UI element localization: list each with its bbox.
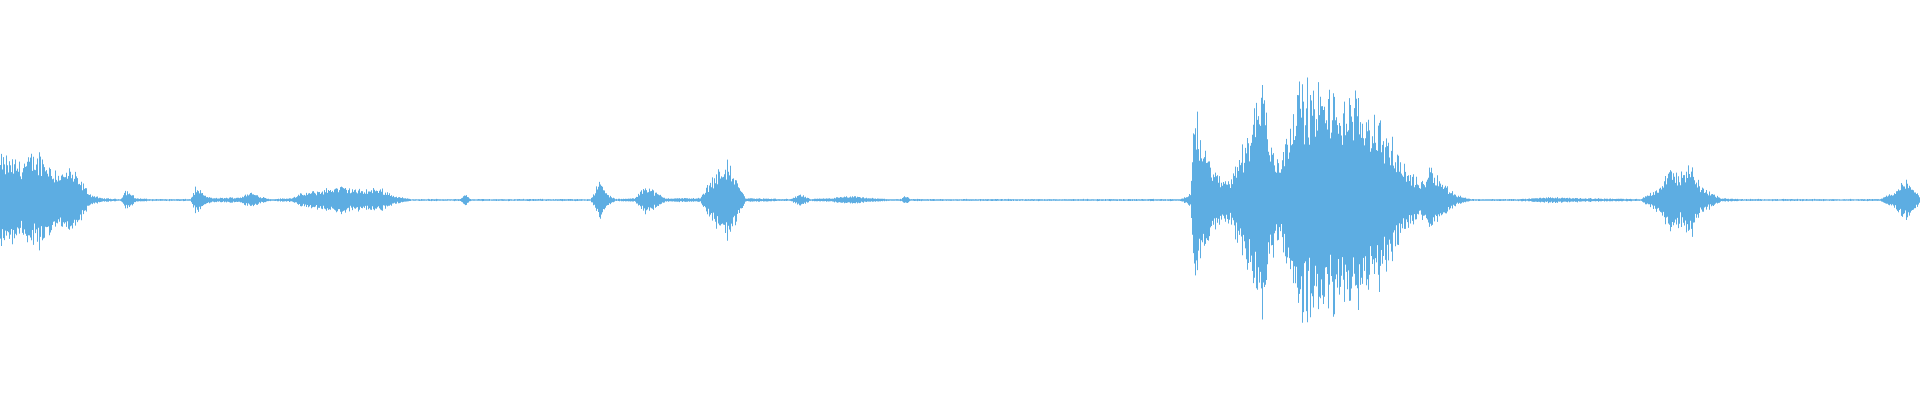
- waveform-samples: [0, 77, 1920, 323]
- waveform-path: [0, 77, 1920, 323]
